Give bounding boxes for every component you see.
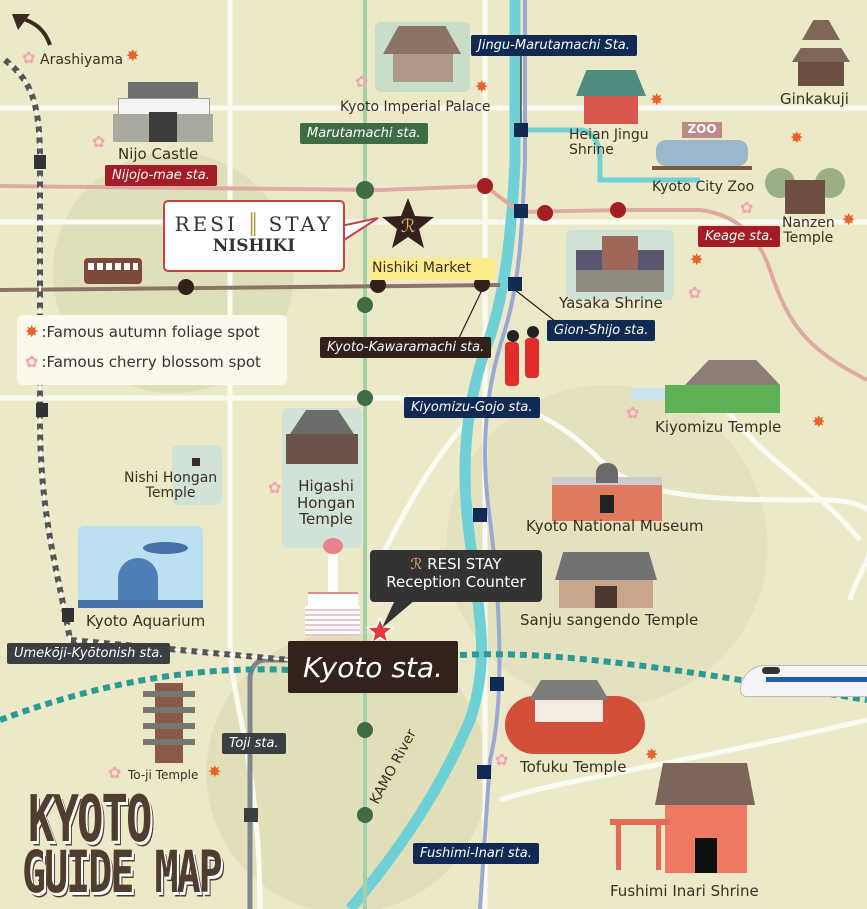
- maple-leaf-icon: ✸: [790, 128, 804, 147]
- label-nanzen-line1: Nanzen: [782, 215, 835, 231]
- station-gion-shijo[interactable]: Gion-Shijo sta.: [547, 320, 656, 341]
- maple-leaf-icon: ✸: [812, 412, 826, 431]
- cherry-blossom-icon: ✿: [92, 132, 106, 151]
- label-yasaka-shrine[interactable]: Yasaka Shrine: [559, 294, 663, 312]
- reception-line2: Reception Counter: [386, 573, 526, 591]
- maple-leaf-icon: ✸: [126, 46, 140, 65]
- station-fushimi-inari[interactable]: Fushimi-Inari sta.: [413, 843, 539, 864]
- kyoto-tower-icon: [305, 538, 360, 638]
- maple-leaf-icon: ✸: [650, 90, 664, 109]
- cherry-blossom-icon: ✿: [626, 403, 640, 422]
- sanjusangendo-icon: [555, 552, 657, 610]
- label-higashi-hongan-line2: Hongan: [297, 493, 356, 512]
- label-nishi-hongan-line2: Temple: [145, 485, 196, 502]
- cherry-blossom-icon: ✿: [108, 763, 122, 782]
- station-toji[interactable]: Toji sta.: [222, 733, 286, 754]
- cherry-blossom-icon: ✿: [22, 48, 36, 67]
- legend-cherry: :Famous cherry blossom spot: [41, 352, 261, 371]
- cherry-blossom-icon: ✿: [688, 283, 702, 302]
- label-kyoto-aquarium[interactable]: Kyoto Aquarium: [86, 612, 206, 630]
- cherry-blossom-icon: ✿: [740, 198, 754, 217]
- svg-text:ℛ: ℛ: [401, 216, 415, 237]
- station-kyoto-kawaramachi[interactable]: Kyoto-Kawaramachi sta.: [320, 337, 492, 358]
- nijo-castle-icon: [113, 82, 213, 144]
- label-ginkakuji[interactable]: Ginkakuji: [780, 90, 849, 108]
- label-higashi-hongan-line3: Temple: [299, 510, 353, 528]
- map-title-line2: GUIDE MAP: [22, 840, 223, 907]
- nishi-hongan-temple-icon: [172, 445, 222, 505]
- station-nijojo-mae[interactable]: Nijojo-mae sta.: [105, 165, 217, 186]
- label-kyoto-imperial-palace[interactable]: Kyoto Imperial Palace: [340, 99, 491, 115]
- station-kiyomizu-gojo[interactable]: Kiyomizu-Gojo sta.: [404, 397, 540, 418]
- toji-pagoda-icon: [143, 683, 195, 765]
- station-jingu-marutamachi[interactable]: Jingu-Marutamachi Sta.: [471, 35, 637, 56]
- maple-leaf-icon: ✸: [690, 250, 704, 269]
- label-heian-jingu-line2: Shrine: [569, 142, 614, 159]
- zoo-icon: ZOO: [652, 118, 752, 172]
- geisha-icon: [505, 326, 543, 388]
- label-toji-temple[interactable]: To-ji Temple: [128, 768, 199, 782]
- resi-stay-star-icon[interactable]: ℛ: [380, 196, 436, 252]
- label-kyoto-city-zoo[interactable]: Kyoto City Zoo: [652, 179, 755, 195]
- label-kiyomizu-temple[interactable]: Kiyomizu Temple: [655, 418, 782, 436]
- zoo-sign: ZOO: [682, 122, 722, 138]
- station-umekoji-kyotonishi[interactable]: Umekōji-Kyōtonish sta.: [7, 643, 171, 664]
- map-title-line1: KYOTO: [28, 783, 152, 857]
- nishiki-market-highlight: [370, 258, 495, 280]
- station-kyoto[interactable]: Kyoto sta.: [288, 641, 458, 693]
- ginkakuji-icon: [792, 12, 850, 88]
- station-keage[interactable]: Keage sta.: [698, 226, 781, 247]
- legend: ✸:Famous autumn foliage spot ✿:Famous ch…: [17, 315, 287, 385]
- label-nishiki-market[interactable]: Nishiki Market: [372, 260, 471, 276]
- label-nijo-castle[interactable]: Nijo Castle: [118, 145, 199, 163]
- imperial-palace-icon: [375, 22, 470, 92]
- reception-counter-callout[interactable]: ℛ RESI STAY Reception Counter: [370, 550, 542, 602]
- resi-stay-logo-icon: ℛ: [410, 555, 423, 573]
- station-marutamachi[interactable]: Marutamachi sta.: [300, 123, 428, 144]
- maple-leaf-icon: ✸: [208, 762, 222, 781]
- heian-jingu-icon: [576, 70, 646, 128]
- maple-leaf-icon: ✸: [25, 322, 39, 341]
- maple-leaf-icon: ✸: [842, 210, 856, 229]
- aquarium-icon: [78, 508, 203, 608]
- fushimi-inari-shrine-icon: [610, 763, 760, 875]
- nanzen-temple-icon: [765, 166, 845, 216]
- label-kyoto-national-museum[interactable]: Kyoto National Museum: [526, 517, 704, 535]
- national-museum-icon: [552, 463, 662, 521]
- cherry-blossom-icon: ✿: [355, 72, 369, 91]
- hotel-location: NISHIKI: [212, 236, 296, 256]
- shinkansen-train-icon: [740, 655, 867, 701]
- tofuku-temple-icon: [505, 676, 645, 756]
- higashi-hongan-temple-icon: [282, 408, 362, 548]
- label-nanzen-line2: Temple: [783, 230, 834, 247]
- legend-autumn: :Famous autumn foliage spot: [41, 322, 260, 341]
- label-nishi-hongan-line1: Nishi Hongan: [124, 470, 218, 486]
- tram-icon: [84, 258, 142, 284]
- cherry-blossom-icon: ✿: [495, 750, 509, 769]
- cherry-blossom-icon: ✿: [268, 478, 282, 497]
- label-tofuku-temple[interactable]: Tofuku Temple: [520, 758, 627, 776]
- cherry-blossom-icon: ✿: [25, 352, 39, 371]
- label-arashiyama[interactable]: Arashiyama: [40, 52, 124, 68]
- label-fushimi-inari-shrine[interactable]: Fushimi Inari Shrine: [610, 882, 759, 900]
- label-higashi-hongan-line1: Higashi: [298, 477, 354, 495]
- resi-stay-nishiki-callout[interactable]: RESI ║ STAY NISHIKI: [163, 200, 345, 272]
- maple-leaf-icon: ✸: [475, 77, 489, 96]
- yasaka-shrine-icon: [566, 230, 674, 300]
- reception-line1: RESI STAY: [427, 555, 502, 573]
- label-heian-jingu-line1: Heian Jingu: [569, 127, 649, 143]
- label-sanjusangendo-temple[interactable]: Sanju sangendo Temple: [520, 611, 699, 629]
- maple-leaf-icon: ✸: [645, 745, 659, 764]
- brand-name: RESI ║ STAY: [174, 212, 334, 236]
- kiyomizu-temple-icon: [630, 360, 780, 416]
